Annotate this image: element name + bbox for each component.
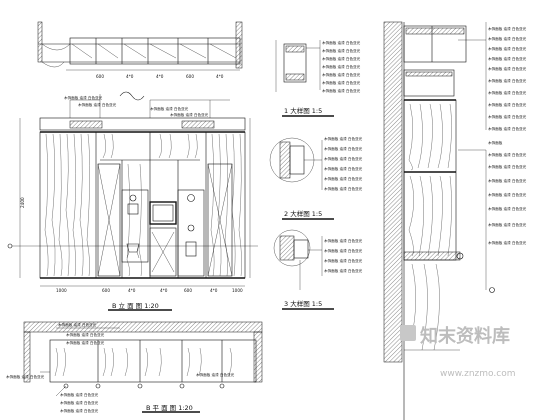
d3-note-2: 木饰面板 油漆 白色亚光: [324, 248, 363, 253]
elevation-b: 木饰面板 油漆 白色亚光 木饰面板 油漆 白色亚光 木饰面板 油漆 白色亚光 木…: [7, 94, 258, 311]
elev-callout-4: 木饰面板 油漆 白色亚光: [170, 112, 209, 117]
s-note-6: 木饰面板 油漆 白色亚光: [488, 78, 527, 83]
s-note-8: 木饰面板 油漆 白色亚光: [488, 102, 527, 107]
detail-3-title: 3 大样图 1:5: [284, 299, 322, 308]
d1-note-1: 木饰面板 油漆 白色亚光: [322, 40, 361, 45]
plan-callout-5: 木饰面板 油漆 白色亚光: [196, 372, 235, 377]
plan-callout-2: 木饰面板 油漆 白色亚光: [66, 332, 105, 337]
s-note-3: 木饰面板 油漆 白色亚光: [488, 46, 527, 51]
d1-note-2: 木饰面板 油漆 白色亚光: [322, 48, 361, 53]
d2-note-5: 木饰面板 油漆 白色亚光: [324, 176, 363, 181]
bottom-dim-4: 4*0: [160, 288, 168, 293]
s-note-1: 木饰面板 油漆 白色亚光: [488, 26, 527, 31]
elevation-woodgrain: [44, 133, 242, 277]
top-dim-3: 4*0: [156, 74, 164, 79]
detail-2-title: 2 大样图 1:5: [284, 209, 322, 218]
detail-3-callouts: 木饰面板 油漆 白色亚光 木饰面板 油漆 白色亚光 木饰面板 油漆 白色亚光 木…: [324, 238, 363, 273]
d2-note-2: 木饰面板 油漆 白色亚光: [324, 146, 363, 151]
bottom-dim-3: 4*0: [128, 288, 136, 293]
detail-1-callouts: 木饰面板 油漆 白色亚光 木饰面板 油漆 白色亚光 木饰面板 油漆 白色亚光 木…: [322, 40, 361, 93]
detail-2-callouts: 木饰面板 油漆 白色亚光 木饰面板 油漆 白色亚光 木饰面板 油漆 白色亚光 木…: [324, 136, 363, 191]
s-note-12: 木饰面板 油漆 白色亚光: [488, 152, 527, 157]
elev-callout-1: 木饰面板 油漆 白色亚光: [64, 95, 103, 100]
d2-note-6: 木饰面板 油漆 白色亚光: [324, 186, 363, 191]
s-note-14: 木饰面板 油漆 白色亚光: [488, 178, 527, 183]
plan-callout-7: 木饰面板 油漆 白色亚光: [60, 400, 99, 405]
s-note-2: 木饰面板 油漆 白色亚光: [488, 36, 527, 41]
s-note-15: 木饰面板 油漆 白色亚光: [488, 192, 527, 197]
d2-note-3: 木饰面板 油漆 白色亚光: [324, 156, 363, 161]
plan-callout-8: 木饰面板 油漆 白色亚光: [60, 408, 99, 413]
top-dim-1: 600: [96, 74, 104, 79]
upper-cabinet-plan: 600 4*0 4*0 600 4*0: [37, 21, 243, 101]
d1-note-3: 木饰面板 油漆 白色亚光: [322, 56, 361, 61]
plan-callout-3: 木饰面板 油漆 白色亚光: [66, 340, 105, 345]
elev-callout-3: 木饰面板 油漆 白色亚光: [150, 106, 189, 111]
plan-callout-6: 木饰面板 油漆 白色亚光: [60, 392, 99, 397]
detail-1-title: 1 大样图 1:5: [284, 106, 322, 115]
s-note-5: 木饰面板 油漆 白色亚光: [488, 66, 527, 71]
d2-note-1: 木饰面板 油漆 白色亚光: [324, 136, 363, 141]
s-note-4: 木饰面板 油漆 白色亚光: [488, 56, 527, 61]
watermark-logo-icon: [400, 325, 416, 341]
plan-callout-1: 木饰面板 油漆 白色亚光: [58, 322, 97, 327]
d3-note-4: 木饰面板 油漆 白色亚光: [324, 268, 363, 273]
s-note-18: 木饰面板 油漆 白色亚光: [488, 240, 527, 245]
s-note-16: 木饰面板 油漆 白色亚光: [488, 206, 527, 211]
elev-callout-2: 木饰面板 油漆 白色亚光: [78, 102, 117, 107]
section-woodgrain: [408, 103, 452, 351]
top-dim-2: 4*0: [126, 74, 134, 79]
section-callouts: 木饰面板 油漆 白色亚光 木饰面板 油漆 白色亚光 木饰面板 油漆 白色亚光 木…: [488, 26, 527, 245]
section-right: 木饰面板 油漆 白色亚光 木饰面板 油漆 白色亚光 木饰面板 油漆 白色亚光 木…: [383, 21, 527, 420]
height-dimension: 2400: [20, 197, 25, 208]
d3-note-3: 木饰面板 油漆 白色亚光: [324, 258, 363, 263]
d1-note-5: 木饰面板 油漆 白色亚光: [322, 72, 361, 77]
plan-callouts: 木饰面板 油漆 白色亚光 木饰面板 油漆 白色亚光 木饰面板 油漆 白色亚光 木…: [6, 322, 235, 413]
plan-title: B 平 面 图 1:20: [146, 404, 193, 412]
top-dim-4: 600: [186, 74, 194, 79]
d1-note-7: 木饰面板 油漆 白色亚光: [322, 88, 361, 93]
d1-note-6: 木饰面板 油漆 白色亚光: [322, 80, 361, 85]
s-note-7: 木饰面板 油漆 白色亚光: [488, 90, 527, 95]
d2-note-4: 木饰面板 油漆 白色亚光: [324, 166, 363, 171]
elevation-top-callouts: 木饰面板 油漆 白色亚光 木饰面板 油漆 白色亚光 木饰面板 油漆 白色亚光 木…: [64, 94, 230, 118]
watermark-brand: 知末资料库: [420, 325, 510, 347]
bottom-dim-5: 600: [184, 288, 192, 293]
s-note-13: 木饰面板 油漆 白色亚光: [488, 164, 527, 169]
d1-note-4: 木饰面板 油漆 白色亚光: [322, 64, 361, 69]
plan-b: 木饰面板 油漆 白色亚光 木饰面板 油漆 白色亚光 木饰面板 油漆 白色亚光 木…: [6, 321, 263, 413]
bottom-dimension-texts: 1000 600 4*0 4*0 600 4*0 1000: [56, 288, 243, 293]
top-dimension-texts: 600 4*0 4*0 600 4*0: [96, 74, 224, 79]
s-note-10: 木饰面板 油漆 白色亚光: [488, 126, 527, 131]
top-dim-5: 4*0: [216, 74, 224, 79]
bottom-dim-7: 1000: [232, 288, 243, 293]
watermark-url: www.znzmo.com: [440, 369, 515, 379]
bottom-dim-6: 4*0: [210, 288, 218, 293]
elevation-title: B 立 面 图 1:20: [112, 301, 159, 310]
s-note-9: 木饰面板 油漆 白色亚光: [488, 114, 527, 119]
s-note-11: 木饰面板: [488, 140, 503, 145]
d3-note-1: 木饰面板 油漆 白色亚光: [324, 238, 363, 243]
plan-callout-4: 木饰面板 油漆 白色亚光: [6, 374, 45, 379]
detail-2: 木饰面板 油漆 白色亚光 木饰面板 油漆 白色亚光 木饰面板 油漆 白色亚光 木…: [269, 136, 363, 220]
detail-1: 木饰面板 油漆 白色亚光 木饰面板 油漆 白色亚光 木饰面板 油漆 白色亚光 木…: [275, 40, 361, 117]
bottom-dim-2: 600: [102, 288, 110, 293]
bottom-dim-1: 1000: [56, 288, 67, 293]
watermark: 知末资料库 www.znzmo.com: [400, 325, 515, 379]
s-note-17: 木饰面板 油漆 白色亚光: [488, 222, 527, 227]
detail-3: 木饰面板 油漆 白色亚光 木饰面板 油漆 白色亚光 木饰面板 油漆 白色亚光 木…: [273, 229, 363, 310]
